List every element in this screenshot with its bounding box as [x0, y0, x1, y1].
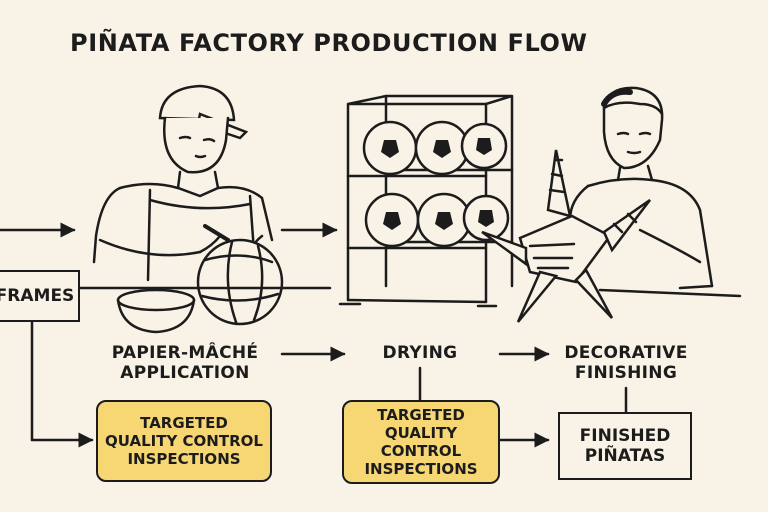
page-title: PIÑATA FACTORY PRODUCTION FLOW — [70, 29, 588, 57]
papier-mache-line-1: PAPIER-MÂCHÉ — [111, 343, 259, 363]
qc-1-line-3: INSPECTIONS — [127, 450, 241, 468]
papier-mache-label: PAPIER-MÂCHÉ APPLICATION — [100, 343, 270, 383]
finished-line-1: FINISHED — [579, 425, 671, 446]
papier-mache-worker-illustration — [68, 84, 332, 334]
qc-1-line-1: TARGETED — [140, 414, 228, 432]
qc-inspections-box-2: TARGETED QUALITY CONTROL INSPECTIONS — [342, 400, 500, 484]
qc-inspections-box-1: TARGETED QUALITY CONTROL INSPECTIONS — [96, 400, 272, 482]
flow-connectors — [0, 222, 628, 448]
drying-label: DRYING — [382, 343, 458, 363]
decorative-line-2: FINISHING — [574, 362, 678, 383]
finished-line-2: PIÑATAS — [584, 446, 666, 466]
qc-2-line-1: TARGETED — [377, 406, 465, 424]
qc-2-line-2: QUALITY CONTROL — [380, 424, 462, 460]
decorative-line-1: DECORATIVE — [564, 343, 688, 363]
decorative-finishing-label: DECORATIVE FINISHING — [548, 343, 704, 383]
qc-2-line-3: INSPECTIONS — [364, 460, 478, 478]
frames-label: FRAMES — [0, 285, 75, 306]
frames-box: FRAMES — [0, 270, 80, 322]
drying-rack-illustration — [338, 94, 514, 308]
qc-1-line-2: QUALITY CONTROL — [105, 432, 263, 450]
papier-mache-line-2: APPLICATION — [120, 362, 250, 383]
finished-pinatas-box: FINISHED PIÑATAS — [558, 412, 692, 480]
decorating-worker-illustration — [481, 86, 742, 323]
